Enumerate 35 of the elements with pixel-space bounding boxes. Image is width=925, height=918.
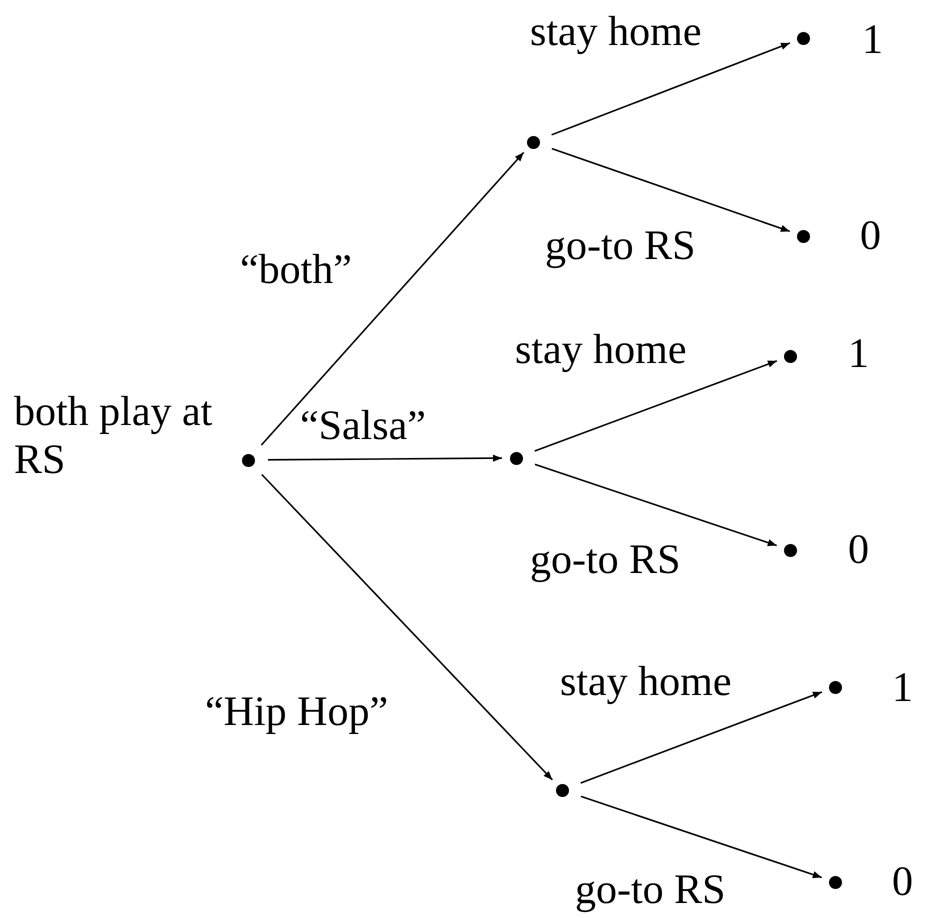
edge-label: stay home: [515, 326, 686, 374]
edge-label: “both”: [240, 246, 352, 294]
payoff-value: 1: [892, 664, 913, 712]
payoff-value: 1: [862, 16, 883, 64]
edge-label: stay home: [530, 8, 702, 56]
edge-label: “Hip Hop”: [205, 688, 388, 736]
node-dot: [510, 452, 522, 464]
arrow: [580, 796, 822, 878]
payoff-value: 0: [848, 526, 869, 574]
arrow: [534, 360, 778, 452]
arrow: [552, 148, 790, 232]
edge-label: go-to RS: [575, 866, 726, 914]
node-caption: both play at RS: [14, 388, 214, 484]
arrow: [534, 464, 777, 546]
payoff-value: 0: [860, 212, 881, 260]
arrow: [551, 42, 790, 136]
edge-label: go-to RS: [545, 222, 696, 270]
edge-label: “Salsa”: [300, 402, 426, 450]
node-dot: [784, 544, 796, 556]
edge-label: stay home: [560, 658, 732, 706]
payoff-value: 0: [892, 858, 913, 906]
node-dot: [526, 136, 540, 148]
payoff-value: 1: [848, 330, 869, 378]
arrow: [261, 474, 553, 780]
arrow: [260, 152, 524, 446]
node-dot: [796, 230, 810, 242]
edge-label: go-to RS: [530, 536, 681, 584]
arrow: [268, 454, 502, 462]
arrow: [580, 691, 822, 784]
node-dot: [796, 32, 810, 44]
node-dot: [784, 350, 796, 362]
node-dot: [556, 784, 568, 796]
node-dot: [242, 454, 254, 466]
node-dot: [828, 680, 842, 694]
node-dot: [828, 876, 842, 888]
